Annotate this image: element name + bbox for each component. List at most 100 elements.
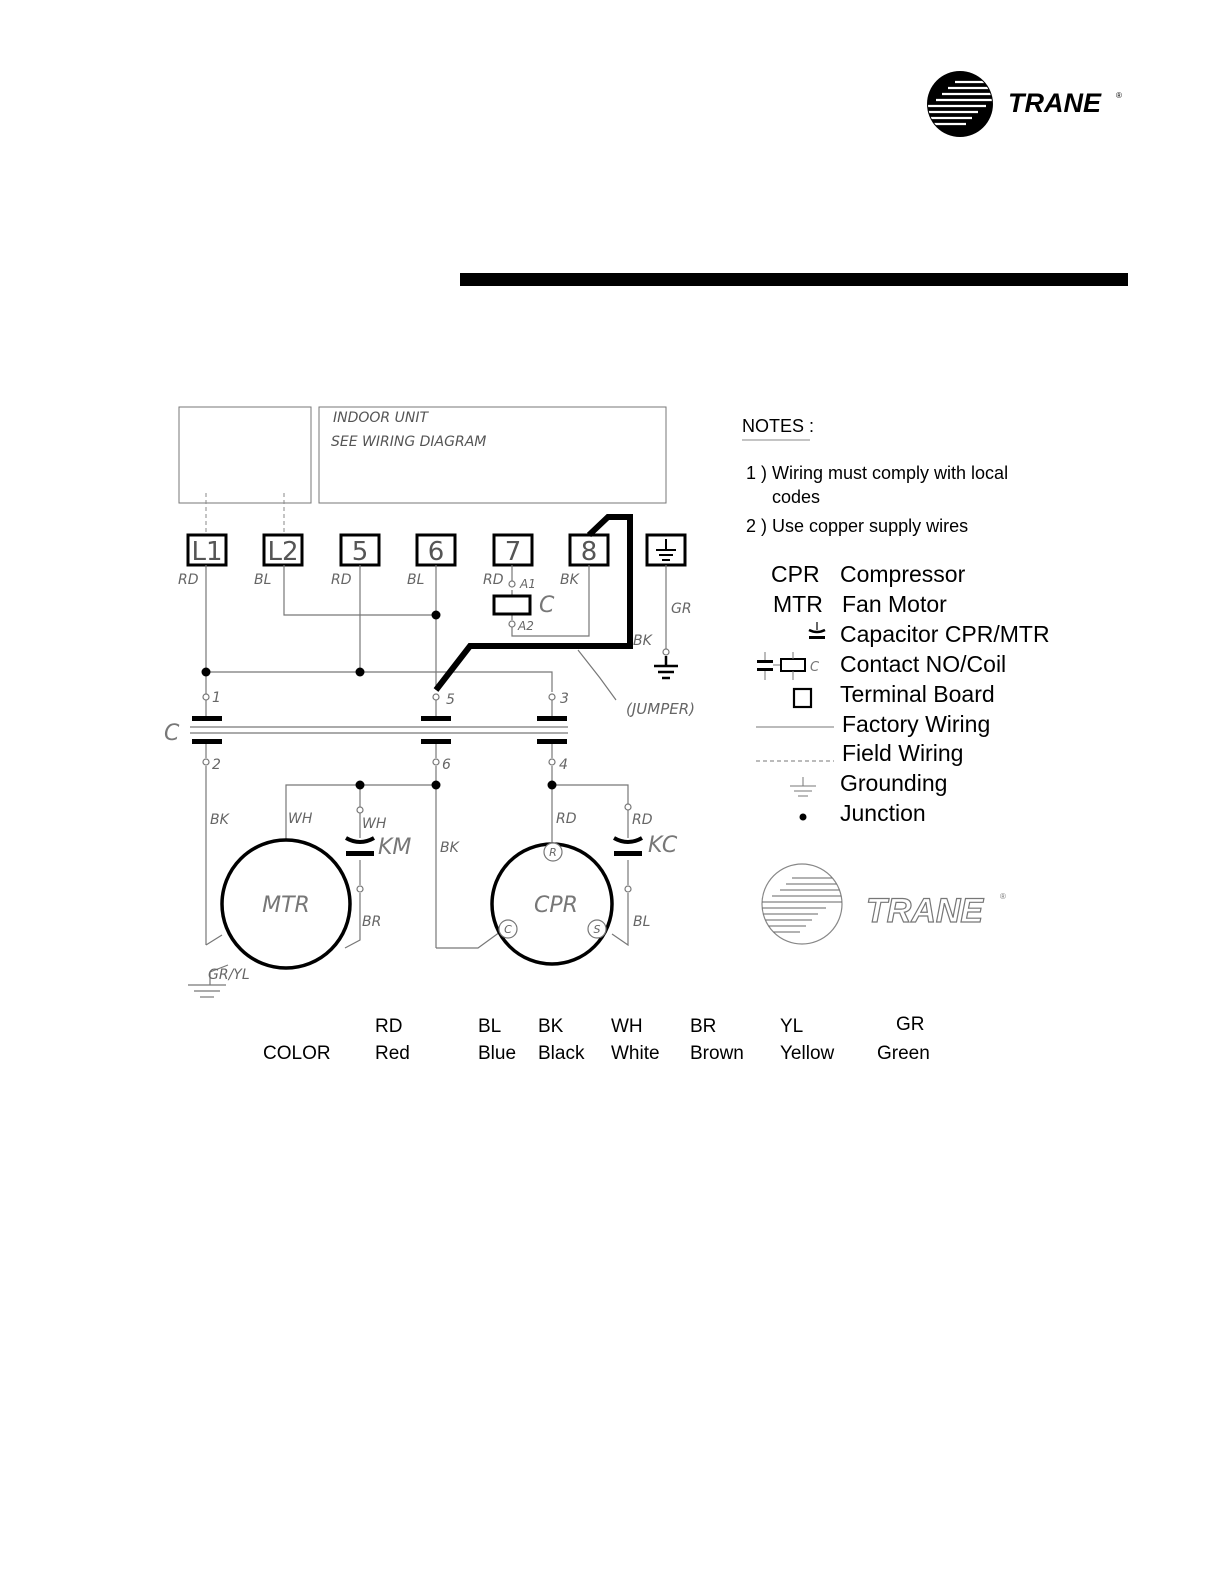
- contact-plate-icon: [537, 716, 567, 721]
- wire-label-gnd: GR: [671, 601, 692, 617]
- legend-text-field-wiring: Field Wiring: [842, 740, 964, 766]
- legend-text-terminal-board: Terminal Board: [840, 681, 995, 707]
- coil-a2-label: A2: [517, 619, 534, 633]
- note-item-1-cont: codes: [772, 487, 821, 507]
- legend-text-capacitor: Capacitor CPR/MTR: [840, 621, 1050, 647]
- legend-junction-icon: [799, 813, 807, 821]
- terminal-7-label: 7: [505, 537, 522, 567]
- wire-label-kc-bl: BL: [633, 914, 650, 930]
- terminal-board: L1 L2 5 6 7 8: [186, 533, 687, 567]
- color-code-br: BR: [690, 1016, 717, 1037]
- wire-label-mtr-gnd: GR/YL: [208, 967, 250, 983]
- note-item-1: 1 ) Wiring must comply with local: [746, 463, 1009, 483]
- wire-label-kc-rd: RD: [632, 812, 653, 828]
- capacitor-icon: [613, 836, 643, 844]
- color-code-bl: BL: [478, 1016, 502, 1037]
- capacitor-km: [345, 813, 375, 856]
- terminal-ground-icon: [656, 539, 676, 561]
- motor-ground-icon: [188, 984, 226, 998]
- legend-abbr-mtr: MTR: [773, 591, 823, 617]
- legend-capacitor-icon: [808, 622, 826, 639]
- legend-text-junction: Junction: [840, 800, 926, 826]
- wire-label-mid-bk: BK: [440, 840, 461, 856]
- jumper-wire: [433, 514, 633, 692]
- terminal-l1-label: L1: [191, 537, 222, 567]
- contact-num-1: 1: [212, 690, 221, 706]
- color-name-yellow: Yellow: [780, 1043, 835, 1064]
- terminal-5-label: 5: [352, 537, 369, 567]
- terminal-8-label: 8: [581, 537, 598, 567]
- cpr-terminal-s-label: S: [594, 923, 601, 936]
- contact-num-5: 5: [446, 692, 455, 708]
- terminal-7: [492, 533, 534, 567]
- wire-label-5: RD: [331, 572, 352, 588]
- legend-text-grounding: Grounding: [840, 770, 948, 796]
- factory-wiring: [190, 565, 667, 985]
- junction-dot-icon: [431, 780, 441, 790]
- cpr-terminal-c: [498, 919, 518, 939]
- terminal-points: [202, 580, 670, 893]
- contact-plate-icon: [421, 716, 451, 721]
- ground-icon: [654, 656, 678, 680]
- compressor-label: CPR: [534, 893, 578, 918]
- legend-text-mtr: Fan Motor: [842, 591, 947, 617]
- wire-label-mtr-wh: WH: [288, 811, 313, 827]
- color-code-wh: WH: [611, 1016, 643, 1037]
- capacitor-km-label: KM: [378, 835, 411, 860]
- legend-contact-coil-letter: C: [810, 660, 820, 675]
- cpr-terminal-s: [587, 919, 607, 939]
- legend-ground-icon: [790, 777, 816, 797]
- color-name-green: Green: [877, 1043, 930, 1064]
- color-name-brown: Brown: [690, 1043, 744, 1064]
- wire-label-mtr-bk: BK: [210, 812, 231, 828]
- capacitor-kc-label: KC: [648, 833, 678, 858]
- legend-text-contact: Contact NO/Coil: [840, 651, 1007, 677]
- contact-plate-icon: [421, 739, 451, 744]
- legend-terminal-board-icon: [792, 687, 813, 709]
- logo-stripes-icon: [762, 877, 842, 933]
- terminal-5: [339, 533, 381, 567]
- legend-symbols: C: [756, 622, 834, 821]
- see-wiring-diagram-label: SEE WIRING DIAGRAM: [331, 434, 486, 450]
- legend-text-factory-wiring: Factory Wiring: [842, 711, 991, 737]
- terminal-l2: [262, 533, 304, 567]
- contact-num-4: 4: [559, 757, 568, 773]
- color-name-red: Red: [375, 1043, 410, 1064]
- header-rule: [460, 273, 1128, 286]
- contact-plate-icon: [537, 739, 567, 744]
- contactor-coil-icon: [492, 594, 532, 616]
- color-code-gr: GR: [896, 1014, 925, 1035]
- junction-dot-icon: [355, 780, 365, 790]
- legend-contact-coil-icon: C: [757, 652, 820, 680]
- color-name-black: Black: [538, 1043, 585, 1064]
- color-key-title: COLOR: [263, 1043, 331, 1064]
- contactor-contacts: [192, 716, 567, 744]
- junction-dot-icon: [201, 667, 211, 677]
- junction-dot-icon: [547, 780, 557, 790]
- coil-label: C: [539, 593, 555, 618]
- terminal-6: [415, 533, 457, 567]
- terminal-8: [568, 533, 610, 567]
- contact-num-6: 6: [442, 757, 451, 773]
- trane-logo-top: TRANE ®: [927, 71, 1122, 137]
- wire-label-6: BL: [407, 572, 424, 588]
- cpr-terminal-c-label: C: [504, 923, 512, 936]
- trane-logo-outline: TRANE ®: [761, 863, 1006, 945]
- wire-label-l1: RD: [178, 572, 199, 588]
- wire-label-l2: BL: [254, 572, 271, 588]
- jumper-label: (JUMPER): [626, 700, 695, 718]
- color-name-blue: Blue: [478, 1043, 517, 1064]
- contact-plate-icon: [192, 716, 222, 721]
- legend-abbr-cpr: CPR: [771, 561, 820, 587]
- motor-label: MTR: [262, 893, 310, 918]
- cpr-terminal-r-label: R: [549, 846, 557, 859]
- wire-label-7: RD: [483, 572, 504, 588]
- fan-motor-icon: [220, 838, 352, 970]
- color-name-white: White: [611, 1043, 660, 1064]
- junction-dot-icon: [355, 667, 365, 677]
- junction-dot-icon: [431, 610, 441, 620]
- junctions: [201, 610, 557, 790]
- wire-label-km-wh: WH: [362, 816, 387, 832]
- brand-registered-mark: ®: [1116, 91, 1122, 100]
